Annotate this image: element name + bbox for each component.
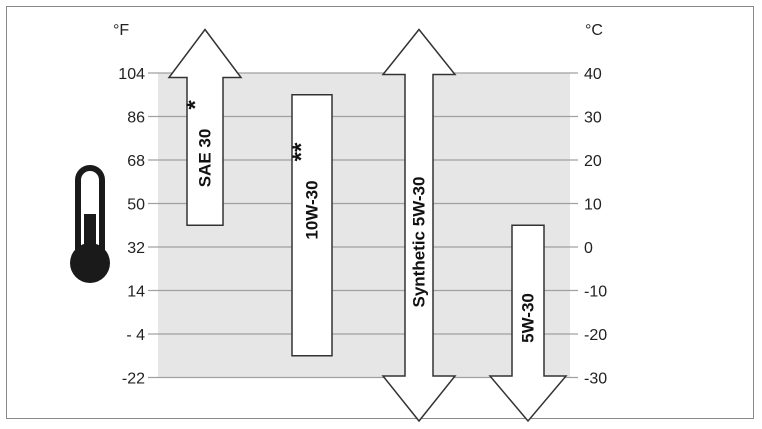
oil-footnote-mark: * (182, 100, 209, 110)
fahrenheit-tick: - 4 (126, 327, 145, 344)
celsius-tick: 10 (584, 197, 602, 214)
oil-grade-label: Synthetic 5W-30 (410, 177, 429, 308)
oil-grade-label: 5W-30 (519, 293, 538, 343)
oil-range-shape (381, 28, 457, 423)
oil-grade-label: SAE 30 (196, 129, 215, 188)
oil-range-shape (167, 28, 243, 226)
thermometer-icon (70, 165, 110, 283)
oil-grade-label: 10W-30 (303, 180, 322, 239)
celsius-unit-label: °C (585, 22, 603, 39)
celsius-tick: 30 (584, 110, 602, 127)
fahrenheit-tick: 104 (118, 66, 145, 83)
oil-range-shape (488, 224, 568, 423)
fahrenheit-tick: 32 (127, 240, 145, 257)
fahrenheit-tick: 14 (127, 284, 145, 301)
celsius-tick: 0 (584, 240, 593, 257)
fahrenheit-tick: -22 (122, 371, 145, 388)
fahrenheit-tick: 68 (127, 153, 145, 170)
celsius-tick: -10 (584, 284, 607, 301)
celsius-tick: 40 (584, 66, 602, 83)
fahrenheit-unit-label: °F (113, 22, 129, 39)
oil-footnote-mark: ** (288, 142, 315, 161)
celsius-tick: 20 (584, 153, 602, 170)
oil-grades: SAE 30 * 10W-30 ** Synthetic 5W-30 5W-30 (167, 28, 568, 423)
celsius-tick: -20 (584, 327, 607, 344)
tick-labels: 104 40 86 30 68 20 50 10 32 0 14 -10 - 4 -20 -22 -30 (118, 66, 607, 388)
temperature-band (158, 73, 570, 378)
oil-range-shape (291, 94, 333, 357)
fahrenheit-tick: 86 (127, 110, 145, 127)
celsius-tick: -30 (584, 371, 607, 388)
fahrenheit-tick: 50 (127, 197, 145, 214)
